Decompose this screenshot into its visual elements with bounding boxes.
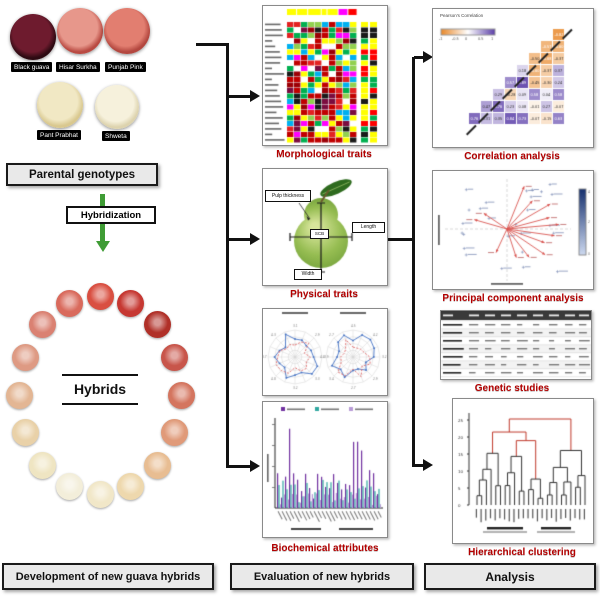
hybrid-fruit bbox=[161, 419, 189, 447]
connector-left-vertical bbox=[226, 43, 229, 468]
hybrid-fruit bbox=[161, 343, 189, 371]
hierarchical-clustering-label: Hierarchical clustering bbox=[468, 547, 576, 558]
hybrid-fruit bbox=[143, 311, 171, 339]
arrowhead-correlation bbox=[423, 51, 433, 63]
fruit-pant-prabhat bbox=[37, 82, 83, 128]
connector-arrow-physical bbox=[228, 238, 250, 241]
arrowhead-clustering bbox=[423, 459, 433, 471]
hybrid-fruit bbox=[11, 419, 39, 447]
correlation-panel bbox=[432, 8, 594, 148]
connector-right-stub bbox=[388, 238, 414, 241]
connector-right-vertical bbox=[412, 57, 415, 467]
arrowhead-morphological bbox=[250, 90, 260, 102]
pearson-correlation-legend-title: Pearson's Correlation bbox=[440, 13, 484, 18]
pulp-thickness-label: Pulp thickness bbox=[265, 190, 311, 202]
radar-charts-panel bbox=[262, 308, 388, 396]
hybrids-line-bottom bbox=[62, 403, 138, 405]
fruit-punjab-pink bbox=[104, 8, 150, 54]
hybridization-label: Hybridization bbox=[66, 206, 156, 224]
connector-arrow-morphological bbox=[228, 95, 250, 98]
fruit-label-pant-prabhat: Pant Prabhat bbox=[37, 130, 81, 140]
hybrid-fruit bbox=[11, 343, 39, 371]
connector-arrow-clustering bbox=[414, 464, 424, 467]
hybrid-fruit bbox=[55, 290, 83, 318]
fruit-label-black-guava: Black guava bbox=[11, 62, 53, 72]
bar-chart-panel bbox=[262, 401, 388, 538]
hybrid-fruit bbox=[86, 480, 114, 508]
morphological-heatmap-chart bbox=[263, 6, 387, 145]
genetic-studies-panel bbox=[440, 310, 592, 380]
development-caption: Development of new guava hybrids bbox=[2, 563, 214, 590]
hybrid-fruit bbox=[29, 451, 57, 479]
fruit-shweta bbox=[95, 85, 139, 129]
fruit-label-punjab-pink: Punjab Pink bbox=[105, 62, 146, 72]
analysis-caption: Analysis bbox=[424, 563, 596, 590]
hybrid-ring bbox=[5, 282, 195, 508]
hybrid-fruit bbox=[117, 472, 145, 500]
evaluation-caption: Evaluation of new hybrids bbox=[230, 563, 414, 590]
correlation-analysis-label: Correlation analysis bbox=[464, 151, 560, 162]
hybrid-fruit bbox=[29, 311, 57, 339]
parental-genotypes-title: Parental genotypes bbox=[6, 163, 158, 186]
hybrid-fruit bbox=[55, 472, 83, 500]
connector-arrow-biochemical bbox=[228, 465, 250, 468]
genetic-parameters-table bbox=[441, 311, 591, 379]
pca-biplot-chart bbox=[433, 171, 593, 289]
connector-left-stub bbox=[196, 43, 228, 46]
physical-traits-label: Physical traits bbox=[290, 289, 358, 300]
clustering-panel bbox=[452, 398, 594, 544]
hybrid-fruit bbox=[143, 451, 171, 479]
correlation-matrix-chart bbox=[433, 9, 593, 147]
morphological-traits-label: Morphological traits bbox=[276, 149, 372, 160]
width-label: Width bbox=[294, 269, 322, 280]
arrowhead-biochemical bbox=[250, 460, 260, 472]
pca-label: Principal component analysis bbox=[442, 293, 584, 304]
hybrid-fruit bbox=[167, 381, 195, 409]
morphological-traits-panel bbox=[262, 5, 388, 146]
biochemical-bar-chart bbox=[263, 402, 387, 537]
hybrids-title: Hybrids bbox=[73, 381, 127, 397]
arrowhead-physical bbox=[250, 233, 260, 245]
connector-arrow-correlation bbox=[414, 56, 424, 59]
fruit-label-hisar-surkha: Hisar Surkha bbox=[56, 62, 100, 72]
genetic-studies-label: Genetic studies bbox=[474, 383, 550, 394]
dendrogram-chart bbox=[453, 399, 593, 543]
hybrid-fruit bbox=[5, 381, 33, 409]
hybrid-fruit bbox=[117, 290, 145, 318]
fruit-label-shweta: Shweta bbox=[102, 131, 130, 141]
biochemical-radar-charts bbox=[263, 309, 387, 395]
hybrid-fruit bbox=[86, 282, 114, 310]
scb-label: SCB bbox=[310, 229, 329, 239]
pca-panel bbox=[432, 170, 594, 290]
biochemical-attributes-label: Biochemical attributes bbox=[271, 543, 379, 554]
fruit-black-guava bbox=[10, 14, 56, 60]
hybridization-arrow-head bbox=[96, 241, 110, 252]
length-label: Length bbox=[352, 222, 385, 233]
hybrids-line-top bbox=[62, 374, 138, 376]
fruit-hisar-surkha bbox=[57, 8, 103, 54]
